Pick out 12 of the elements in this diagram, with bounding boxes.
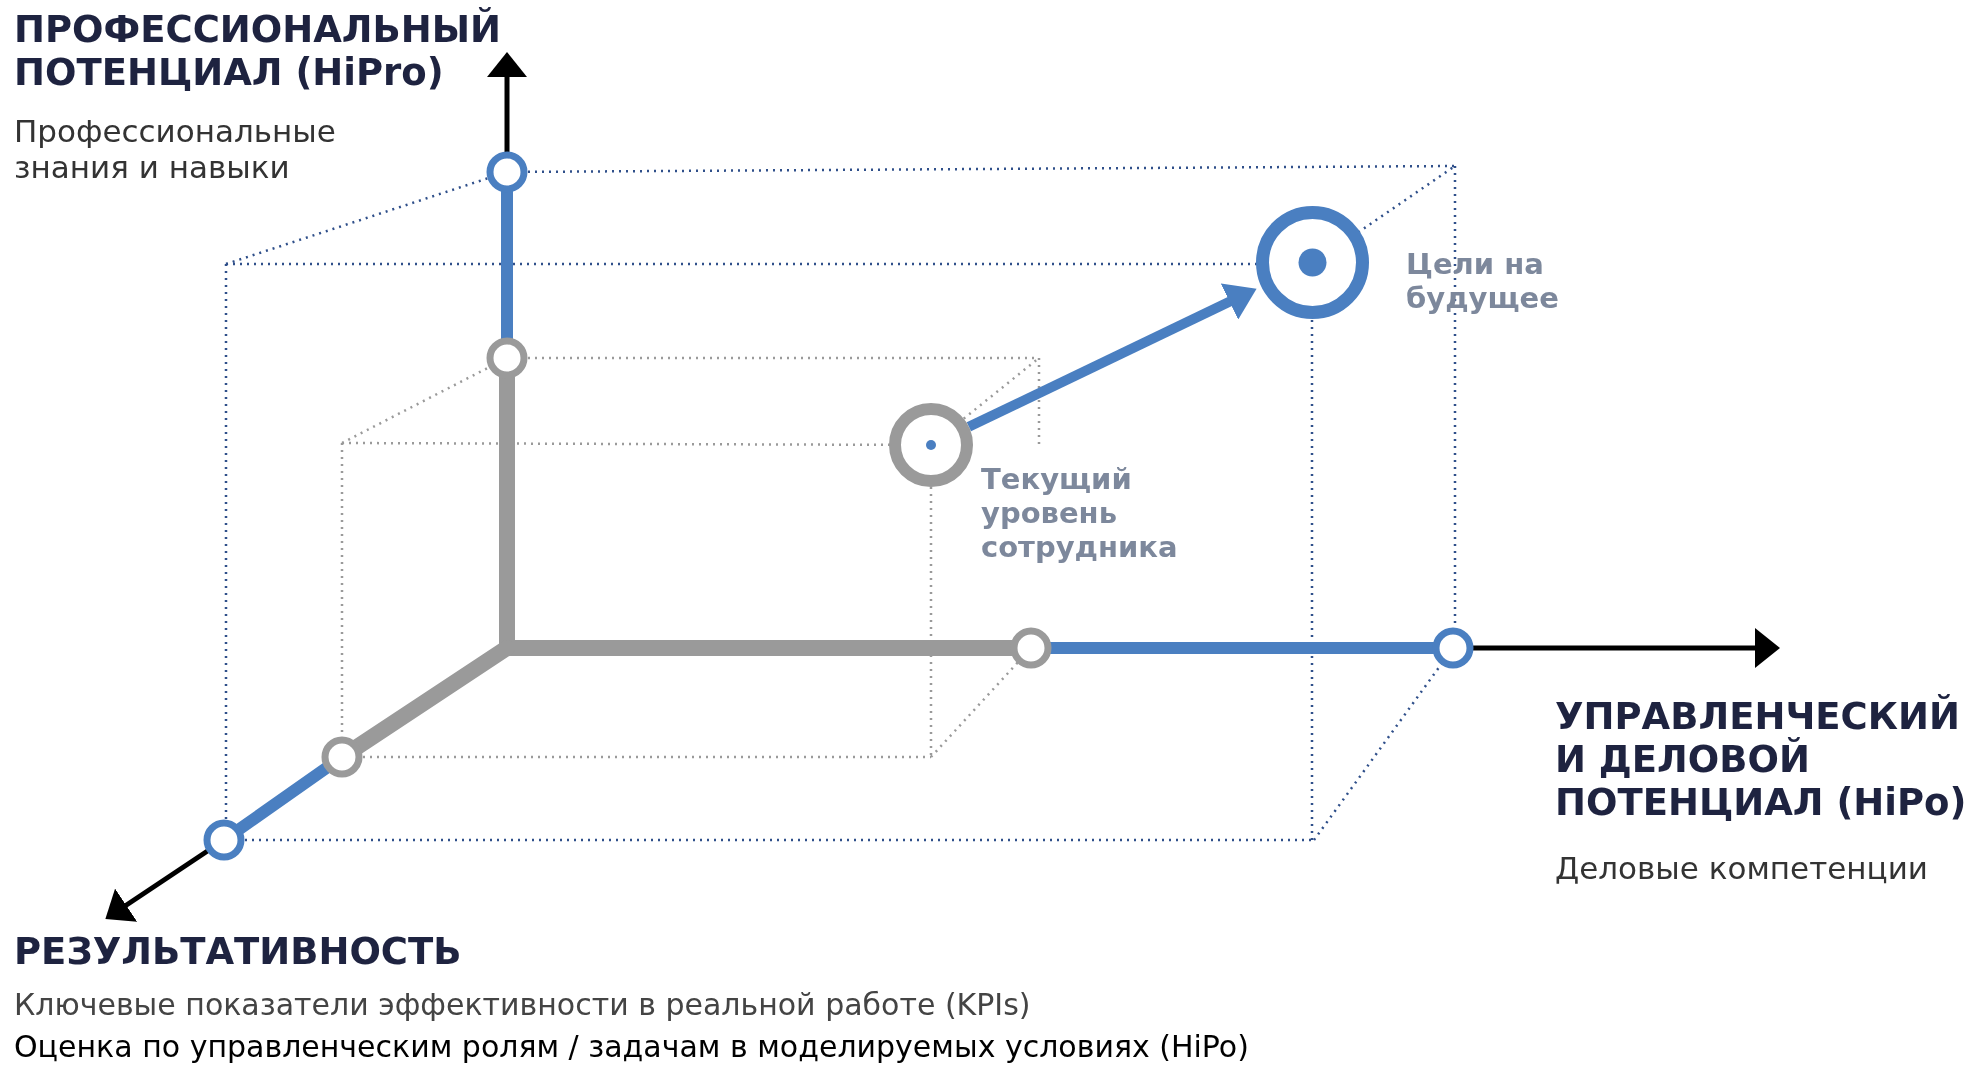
axis-description: Деловые компетенции [1555,850,1929,886]
goal-target-circle [1255,205,1369,319]
current-level-caption: Текущий уровень сотрудника [981,462,1179,564]
axis-title: РЕЗУЛЬТАТИВНОСТЬ [14,930,463,973]
axis-description: Оценка по управленческим ролям / задачам в моделируемых условиях (HiPo) [14,1029,1250,1064]
goal-caption: Цели на будущее [1406,247,1560,315]
axis-title: УПРАВЛЕНЧЕСКИЙ И ДЕЛОВОЙ ПОТЕНЦИАЛ (HiPo) [1555,695,1968,824]
axis-title: ПРОФЕССИОНАЛЬНЫЙ ПОТЕНЦИАЛ (HiPro) [14,8,503,94]
current-level-circle [889,403,973,487]
axis-description: Ключевые показатели эффективности в реальной работе (KPIs) [14,987,1032,1022]
axis-description: Профессиональные знания и навыки [14,113,337,185]
arrow [966,283,1257,432]
